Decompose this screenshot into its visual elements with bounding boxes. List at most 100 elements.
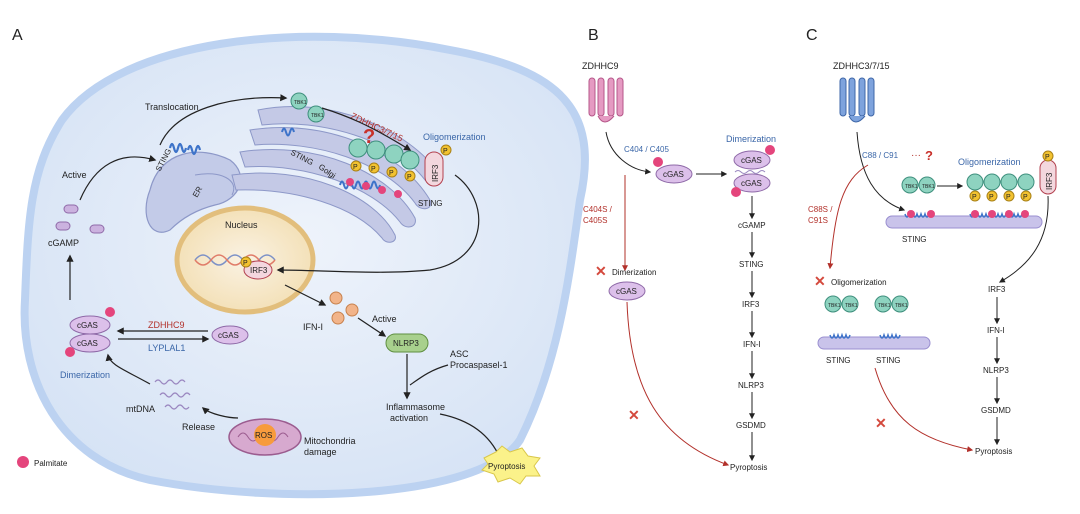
dimerization-label-a: Dimerization bbox=[60, 370, 110, 380]
irf3-nuc-label: IRF3 bbox=[250, 266, 268, 275]
b-path-0: cGAMP bbox=[738, 221, 766, 230]
procaspase-label: Procaspasel-1 bbox=[450, 360, 508, 370]
svg-text:P: P bbox=[1045, 154, 1050, 161]
svg-text:P: P bbox=[1006, 194, 1011, 201]
pyroptosis-burst: Pyroptosis bbox=[481, 445, 541, 485]
palmitate-legend: Palmitate bbox=[17, 456, 68, 468]
svg-text:cGAS: cGAS bbox=[663, 170, 684, 179]
svg-text:P: P bbox=[1023, 194, 1028, 201]
panel-c-label: C bbox=[806, 27, 818, 44]
svg-text:TBK1: TBK1 bbox=[905, 184, 918, 190]
b-mutant-label-1: C404S / bbox=[583, 205, 613, 214]
svg-text:cGAS: cGAS bbox=[77, 321, 98, 330]
cgas-dimer-a: cGAS cGAS bbox=[65, 307, 115, 357]
b-mutant-label-2: C405S bbox=[583, 216, 607, 225]
b-red-to-pyroptosis bbox=[626, 301, 730, 467]
zdhhc9-label-a: ZDHHC9 bbox=[148, 320, 185, 330]
cgas-b: cGAS bbox=[653, 157, 693, 184]
svg-text:TBK1: TBK1 bbox=[878, 303, 891, 309]
asc-label: ASC bbox=[450, 349, 469, 359]
release-arrow bbox=[201, 407, 239, 419]
svg-text:P: P bbox=[972, 194, 977, 201]
svg-text:IRF3: IRF3 bbox=[1045, 172, 1054, 190]
oligo-arrow bbox=[321, 107, 412, 151]
svg-text:cGAS: cGAS bbox=[741, 179, 762, 188]
pyroptosis-label-a: Pyroptosis bbox=[488, 462, 525, 471]
b-arrow-zdhhc9-cgas bbox=[605, 131, 652, 175]
svg-text:Palmitate: Palmitate bbox=[34, 459, 68, 468]
c-path-1: IFN-I bbox=[987, 326, 1005, 335]
c-membrane bbox=[885, 215, 1043, 229]
svg-text:P: P bbox=[371, 166, 376, 173]
cgamp-label: cGAMP bbox=[48, 238, 79, 248]
zdhhc-protein-c bbox=[839, 77, 875, 123]
svg-text:P: P bbox=[353, 164, 358, 171]
b-x-mark-2: ✕ bbox=[628, 407, 640, 423]
inflammasome-label-1: Inflammasome bbox=[386, 402, 445, 412]
c-irf3: IRF3 P bbox=[1039, 150, 1057, 195]
c-mutant-label-1: C88S / bbox=[808, 205, 833, 214]
c-x-mark: ✕ bbox=[814, 273, 826, 289]
ros-label: ROS bbox=[255, 431, 272, 440]
c-tbk1-left: TBK1 TBK1 bbox=[901, 176, 936, 194]
mtdna-to-cgas-arrow bbox=[105, 353, 151, 385]
release-label: Release bbox=[182, 422, 215, 432]
c-oligomerization-label: Oligomerization bbox=[958, 157, 1021, 167]
zdhhc9-protein bbox=[588, 77, 624, 123]
b-sites-label: C404 / C405 bbox=[624, 145, 669, 154]
translocation-arrow bbox=[159, 94, 288, 146]
c-ellipsis: ··· bbox=[911, 150, 921, 161]
cgas-b-mut: cGAS bbox=[608, 281, 646, 301]
c-path-3: GSDMD bbox=[981, 406, 1011, 415]
ifn1-label: IFN-I bbox=[303, 322, 323, 332]
irf3-to-nucleus-arrow bbox=[276, 174, 480, 274]
ifn1-spheres bbox=[329, 291, 359, 325]
palmitate-dots-a bbox=[346, 178, 402, 198]
c-sting-label: STING bbox=[902, 235, 926, 244]
c-sting-label-l: STING bbox=[826, 356, 850, 365]
active-arrow bbox=[79, 154, 157, 201]
mtdna-label: mtDNA bbox=[126, 404, 155, 414]
b-path-5: GSDMD bbox=[736, 421, 766, 430]
tbk1-a: TBK1 TBK1 bbox=[290, 92, 325, 123]
c-sting-mut-coils bbox=[829, 332, 901, 339]
sting-oligomer-a bbox=[346, 138, 420, 198]
c-arrow-zdhhc-sting bbox=[856, 131, 906, 212]
c-membrane-mut bbox=[817, 336, 931, 350]
c-sting-label-r: STING bbox=[876, 356, 900, 365]
svg-text:cGAS: cGAS bbox=[77, 339, 98, 348]
c-path-4: Pyroptosis bbox=[975, 447, 1012, 456]
cgas-dimer-b: cGAS cGAS bbox=[731, 145, 775, 197]
b-path-1: STING bbox=[739, 260, 763, 269]
inflammasome-label-2: activation bbox=[390, 413, 428, 423]
svg-text:TBK1: TBK1 bbox=[845, 303, 858, 309]
svg-text:cGAS: cGAS bbox=[616, 287, 637, 296]
svg-text:TBK1: TBK1 bbox=[895, 303, 908, 309]
svg-text:cGAS: cGAS bbox=[218, 331, 239, 340]
b-x-dimerization: Dimerization bbox=[612, 268, 656, 277]
b-dimerization-label: Dimerization bbox=[726, 134, 776, 144]
sting-golgi bbox=[281, 127, 381, 190]
question-mark: ? bbox=[363, 126, 375, 148]
b-x-mark: ✕ bbox=[595, 263, 607, 279]
svg-text:P: P bbox=[243, 260, 248, 267]
panel-a-label: A bbox=[12, 27, 23, 44]
svg-text:TBK1: TBK1 bbox=[828, 303, 841, 309]
c-pathway: IRF3 IFN-I NLRP3 GSDMD Pyroptosis bbox=[975, 285, 1012, 456]
zdhhc-label-c: ZDHHC3/7/15 bbox=[833, 61, 890, 71]
svg-text:cGAS: cGAS bbox=[741, 156, 762, 165]
oligomerization-label: Oligomerization bbox=[423, 132, 486, 142]
b-path-6: Pyroptosis bbox=[730, 463, 767, 472]
sting-er bbox=[168, 142, 202, 156]
cgamp-molecules bbox=[55, 204, 105, 234]
mito-damage-label-2: damage bbox=[304, 447, 337, 457]
c-x-oligomerization: Oligomerization bbox=[831, 278, 887, 287]
svg-text:P: P bbox=[443, 148, 448, 155]
c-path-0: IRF3 bbox=[988, 285, 1006, 294]
translocation-label: Translocation bbox=[145, 102, 199, 112]
svg-text:TBK1: TBK1 bbox=[294, 100, 307, 106]
sting-golgi-label-2: STING bbox=[418, 199, 442, 208]
mitochondria: ROS bbox=[228, 418, 302, 456]
svg-text:P: P bbox=[389, 170, 394, 177]
svg-text:P: P bbox=[989, 194, 994, 201]
